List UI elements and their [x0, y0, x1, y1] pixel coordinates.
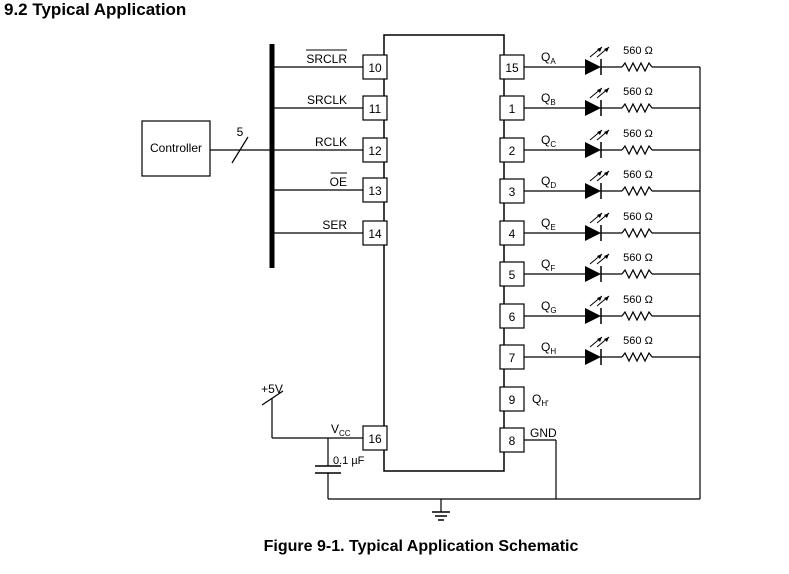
led-ray-head-c-0 [597, 130, 602, 135]
output-label-qa: QA [541, 50, 556, 66]
supply-slash [261, 390, 284, 406]
pin-5-box [499, 261, 525, 287]
pin-16-number: 16 [368, 432, 382, 446]
output-label-qb: QB [541, 91, 556, 107]
resistor-value-a: 560 Ω [623, 45, 653, 57]
resistor-d-icon [621, 185, 653, 197]
resistor-f-icon [621, 268, 653, 280]
pin-label-srclr: SRCLR [306, 52, 347, 66]
output-label-qc: QC [541, 133, 556, 149]
resistor-h-icon [621, 351, 653, 363]
pin-4-box [499, 220, 525, 246]
output-label-qh: QH [541, 340, 556, 356]
pin-label-srclk: SRCLK [307, 93, 347, 107]
pin-15-number: 15 [505, 61, 519, 75]
gnd-label: GND [530, 426, 557, 440]
pin-10-box [362, 54, 388, 80]
vcc-label: VCC [331, 422, 351, 438]
output-label-qg: QG [541, 299, 557, 315]
resistor-value-e: 560 Ω [623, 211, 653, 223]
pin-12-box [362, 137, 388, 163]
led-g-icon [585, 308, 601, 324]
pin-8-number: 8 [509, 434, 516, 448]
led-ray-head-e-1 [604, 213, 609, 218]
supply-label: +5V [261, 382, 283, 396]
led-h-icon [585, 349, 601, 365]
pin-label-ser: SER [322, 218, 347, 232]
pin-9-number: 9 [509, 393, 516, 407]
pin-2-box [499, 137, 525, 163]
bus-width-label: 5 [237, 125, 244, 139]
led-f-icon [585, 266, 601, 282]
led-ray-head-d-1 [604, 171, 609, 176]
bus-slash [231, 136, 249, 164]
led-ray-head-h-0 [597, 337, 602, 342]
resistor-value-g: 560 Ω [623, 294, 653, 306]
pin-label-rclk: RCLK [315, 135, 347, 149]
pin-11-number: 11 [369, 102, 382, 116]
led-d-icon [585, 183, 601, 199]
pin-13-number: 13 [368, 184, 382, 198]
led-ray-head-g-0 [597, 296, 602, 301]
led-ray-head-b-0 [597, 88, 602, 93]
led-c-icon [585, 142, 601, 158]
resistor-c-icon [621, 144, 653, 156]
pin-5-number: 5 [509, 268, 516, 282]
pin-4-number: 4 [509, 227, 516, 241]
pin-label-oe: OE [330, 175, 347, 189]
pin-9-box [499, 386, 525, 412]
resistor-g-icon [621, 310, 653, 322]
led-ray-head-g-1 [604, 296, 609, 301]
pin-1-number: 1 [509, 102, 516, 116]
resistor-b-icon [621, 102, 653, 114]
output-label-qh-prime: QH' [532, 392, 549, 408]
resistor-e-icon [621, 227, 653, 239]
led-ray-head-b-1 [604, 88, 609, 93]
resistor-a-icon [621, 61, 653, 73]
pin-11-box [362, 95, 388, 121]
pin-14-number: 14 [368, 227, 382, 241]
led-ray-head-f-1 [604, 254, 609, 259]
pin-10-number: 10 [368, 61, 382, 75]
capacitor-label: 0.1 µF [333, 455, 365, 467]
pin-12-number: 12 [368, 144, 382, 158]
output-label-qd: QD [541, 174, 556, 190]
led-b-icon [585, 100, 601, 116]
output-label-qe: QE [541, 216, 556, 232]
pin-14-box [362, 220, 388, 246]
pin-6-number: 6 [509, 310, 516, 324]
section-heading: 9.2 Typical Application [4, 0, 187, 19]
led-a-icon [585, 59, 601, 75]
pin-13-box [362, 177, 388, 203]
resistor-value-h: 560 Ω [623, 335, 653, 347]
pin-16-box [362, 425, 388, 451]
output-label-qf: QF [541, 257, 555, 273]
led-e-icon [585, 225, 601, 241]
pin-7-number: 7 [509, 351, 516, 365]
resistor-value-d: 560 Ω [623, 169, 653, 181]
led-ray-head-c-1 [604, 130, 609, 135]
led-ray-head-h-1 [604, 337, 609, 342]
pin-3-number: 3 [509, 185, 516, 199]
pin-2-number: 2 [509, 144, 516, 158]
controller-box [141, 120, 211, 177]
resistor-value-b: 560 Ω [623, 86, 653, 98]
controller-label: Controller [150, 141, 202, 155]
ic-body [383, 34, 505, 472]
led-ray-head-e-0 [597, 213, 602, 218]
figure-caption: Figure 9-1. Typical Application Schemati… [263, 538, 579, 555]
led-ray-head-d-0 [597, 171, 602, 176]
resistor-value-f: 560 Ω [623, 252, 653, 264]
resistor-value-c: 560 Ω [623, 128, 653, 140]
led-ray-head-a-0 [597, 47, 602, 52]
led-ray-head-f-0 [597, 254, 602, 259]
pin-1-box [499, 95, 525, 121]
led-ray-head-a-1 [604, 47, 609, 52]
